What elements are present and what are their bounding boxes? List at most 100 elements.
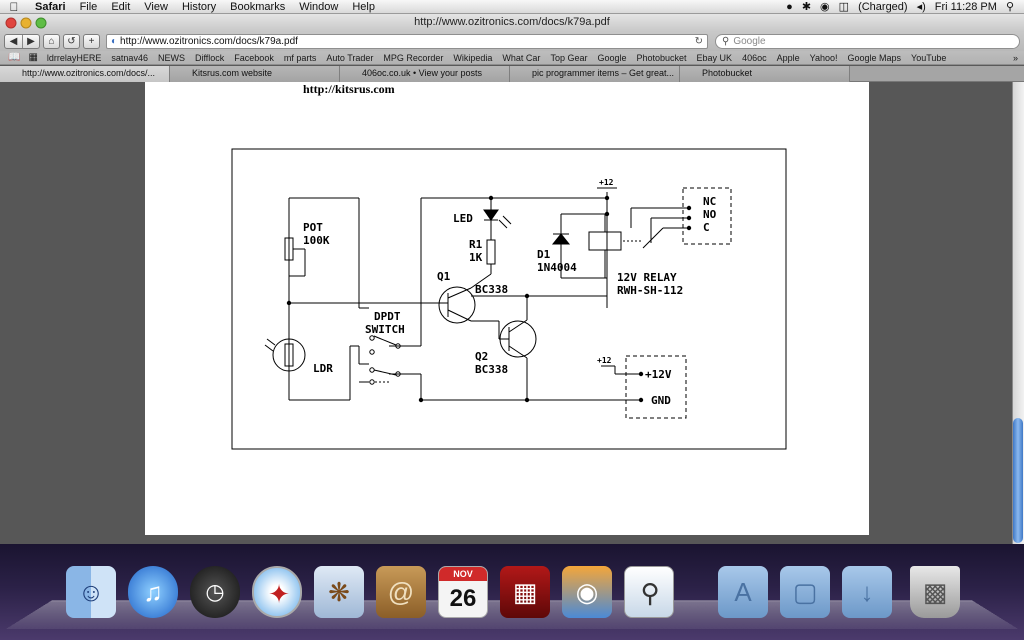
- reload-icon[interactable]: ↻: [694, 35, 703, 47]
- trash-can-icon: ▩: [922, 576, 948, 607]
- bookmark-ebay-uk[interactable]: Ebay UK: [696, 52, 733, 63]
- switch-contacts: [369, 335, 401, 385]
- volume-icon[interactable]: ◂): [916, 1, 926, 13]
- history-button[interactable]: ↺: [63, 33, 80, 49]
- preview-icon[interactable]: ⚲: [624, 566, 674, 618]
- label-switch: SWITCH: [365, 323, 405, 336]
- bookmark-auto-trader[interactable]: Auto Trader: [326, 52, 374, 63]
- stamp-eagle-icon: ❋: [328, 576, 350, 607]
- bookmark-406oc[interactable]: 406oc: [742, 52, 767, 63]
- top-sites-grid-icon[interactable]: ▦: [28, 52, 38, 63]
- bookmark-youtube[interactable]: YouTube: [911, 52, 947, 63]
- applications-folder-icon[interactable]: A: [718, 566, 768, 618]
- label-ldr: LDR: [313, 362, 333, 375]
- traffic-lights: [5, 17, 47, 29]
- add-bookmark-button[interactable]: +: [83, 33, 100, 49]
- clock[interactable]: Fri 11:28 PM: [934, 0, 997, 13]
- bookmark-google[interactable]: Google: [597, 52, 627, 63]
- menu-window[interactable]: Window: [299, 0, 339, 13]
- itunes-icon[interactable]: ♫: [128, 566, 178, 618]
- bookmark-apple[interactable]: Apple: [776, 52, 800, 63]
- mail-icon[interactable]: ❋: [314, 566, 364, 618]
- menu-extras: ● ✱ ◉ ◫ (Charged) ◂) Fri 11:28 PM ⚲: [786, 0, 1024, 14]
- window-title-bar: http://www.ozitronics.com/docs/k79a.pdf: [0, 14, 1024, 31]
- tab-photobucket[interactable]: Photobucket: [680, 66, 850, 82]
- label-d1: D1: [537, 248, 551, 261]
- tab-pic-programmer[interactable]: pic programmer items – Get great...: [510, 66, 680, 82]
- bookmark-wikipedia[interactable]: Wikipedia: [453, 52, 493, 63]
- address-field[interactable]: http://www.ozitronics.com/docs/k79a.pdf: [120, 35, 298, 47]
- music-note-icon: ♫: [143, 576, 163, 607]
- label-led: LED: [453, 212, 473, 225]
- menu-edit[interactable]: Edit: [111, 0, 131, 13]
- search-field[interactable]: ⚲ Google: [715, 33, 1020, 49]
- trash-icon[interactable]: ▩: [910, 566, 960, 618]
- documents-folder-icon[interactable]: ▢: [780, 566, 830, 618]
- kitsrus-link[interactable]: http://kitsrus.com: [303, 82, 395, 96]
- tab-ozitronics[interactable]: http://www.ozitronics.com/docs/...: [0, 66, 170, 82]
- label-nc: NC: [703, 195, 716, 208]
- menu-view[interactable]: View: [144, 0, 168, 13]
- vpn-icon[interactable]: ●: [786, 0, 793, 13]
- bookmark-top-gear[interactable]: Top Gear: [550, 52, 588, 63]
- menu-file[interactable]: File: [79, 0, 98, 13]
- label-plus12-bottom: +12: [597, 356, 612, 365]
- at-sign-icon: @: [387, 576, 415, 607]
- front-row-icon[interactable]: ▦: [500, 566, 550, 618]
- battery-status[interactable]: (Charged): [858, 0, 908, 13]
- menu-history[interactable]: History: [181, 0, 217, 13]
- wifi-icon[interactable]: ◉: [820, 1, 830, 13]
- tab-kitsrus[interactable]: Kitsrus.com website: [170, 66, 340, 82]
- schematic-frame: [231, 148, 787, 450]
- downloads-folder-icon[interactable]: ↓: [842, 566, 892, 618]
- open-book-icon[interactable]: 📖: [8, 52, 21, 63]
- battery-icon[interactable]: ◫: [838, 1, 850, 13]
- bookmark-mf-parts[interactable]: mf parts: [283, 52, 317, 63]
- bookmark-difflock[interactable]: Difflock: [194, 52, 225, 63]
- spotlight-icon[interactable]: ⚲: [1005, 1, 1014, 13]
- bookmark-facebook[interactable]: Facebook: [234, 52, 274, 63]
- bookmark-google-maps[interactable]: Google Maps: [847, 52, 902, 63]
- apple-menu-icon[interactable]: : [0, 0, 28, 14]
- bookmark-satnav46[interactable]: satnav46: [111, 52, 148, 63]
- content-area: http://kitsrus.com: [0, 82, 1024, 544]
- menu-app[interactable]: Safari: [35, 0, 66, 13]
- bookmark-photobucket[interactable]: Photobucket: [636, 52, 687, 63]
- app-a-icon: A: [734, 576, 752, 607]
- address-book-icon[interactable]: @: [376, 566, 426, 618]
- more-bookmarks-icon[interactable]: »: [1012, 52, 1018, 63]
- finder-icon[interactable]: ☺: [66, 566, 116, 618]
- label-c: C: [703, 221, 710, 234]
- vertical-scrollbar[interactable]: [1012, 82, 1024, 544]
- bluetooth-icon[interactable]: ✱: [801, 1, 812, 13]
- menu-bookmarks[interactable]: Bookmarks: [230, 0, 286, 13]
- zoom-window-icon[interactable]: [35, 17, 47, 29]
- safari-icon[interactable]: ✦: [252, 566, 302, 618]
- iphoto-icon[interactable]: ◉: [562, 566, 612, 618]
- bookmark-yahoo[interactable]: Yahoo!: [809, 52, 838, 63]
- finder-face-icon: ☺: [77, 576, 105, 607]
- address-bar[interactable]: ◐ http://www.ozitronics.com/docs/k79a.pd…: [106, 33, 708, 49]
- bookmark-mpg-recorder[interactable]: MPG Recorder: [383, 52, 444, 63]
- bookmarks-bar: 📖 ▦ ldrrelayHERE satnav46 NEWS Difflock …: [0, 51, 1024, 65]
- minimize-window-icon[interactable]: [20, 17, 32, 29]
- bookmark-news[interactable]: NEWS: [157, 52, 185, 63]
- label-no: NO: [703, 208, 717, 221]
- compass-icon: ✦: [268, 578, 290, 609]
- tab-406oc[interactable]: 406oc.co.uk • View your posts: [340, 66, 510, 82]
- label-q1-part: BC338: [475, 283, 508, 296]
- ical-icon[interactable]: NOV 26: [438, 566, 488, 618]
- circuit-schematic: POT 100K LDR DPDT SWITCH LED R1 1K Q1 BC…: [231, 148, 787, 450]
- window-title: http://www.ozitronics.com/docs/k79a.pdf: [414, 16, 610, 28]
- menu-help[interactable]: Help: [352, 0, 375, 13]
- scrollbar-thumb[interactable]: [1013, 418, 1023, 543]
- dashboard-icon[interactable]: ◷: [190, 566, 240, 618]
- back-button[interactable]: ◀: [9, 35, 18, 47]
- home-button[interactable]: ⌂: [43, 33, 60, 49]
- search-placeholder: Google: [733, 35, 766, 47]
- bookmark-what-car[interactable]: What Car: [502, 52, 541, 63]
- close-window-icon[interactable]: [5, 17, 17, 29]
- bookmark-ldrrelayhere[interactable]: ldrrelayHERE: [46, 52, 102, 63]
- toolbar: ◀ ▶ ⌂ ↺ + ◐ http://www.ozitronics.com/do…: [0, 31, 1024, 51]
- forward-button[interactable]: ▶: [22, 34, 39, 48]
